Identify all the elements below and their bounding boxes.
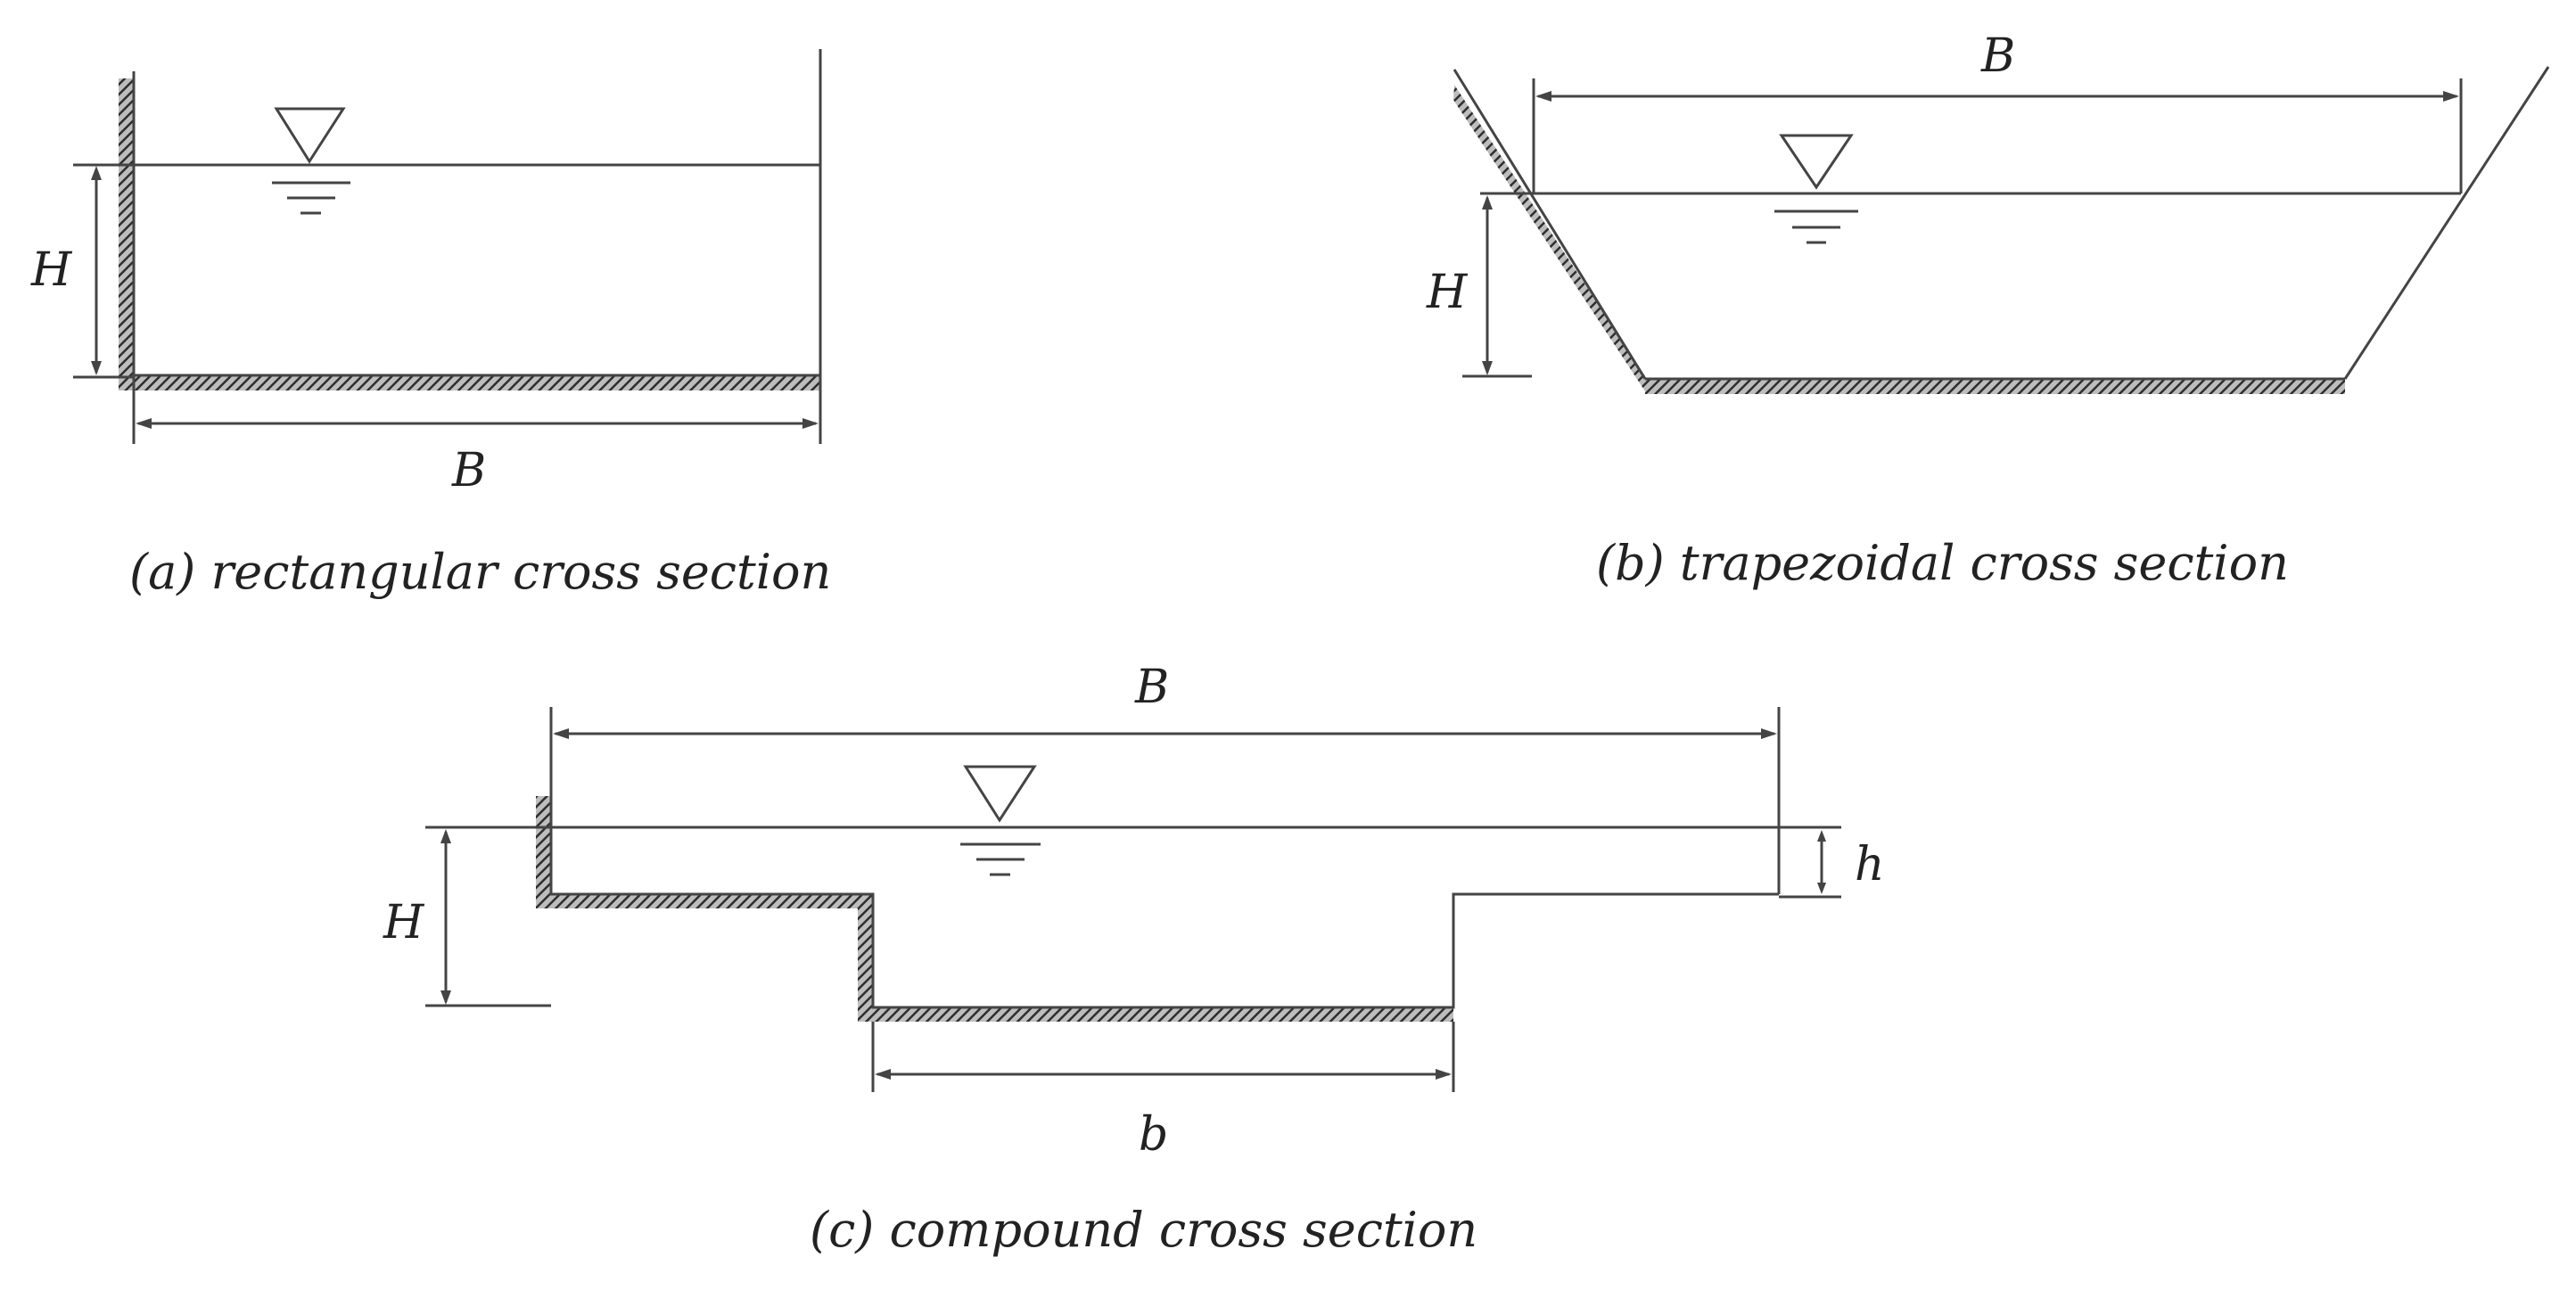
diagram-rectangular xyxy=(73,49,822,444)
depth-label-H: H xyxy=(30,243,73,297)
water-level-icon xyxy=(272,107,350,215)
bed-hatch xyxy=(119,375,820,390)
depth-label-H: H xyxy=(1426,266,1469,319)
floodplain-depth-dimension xyxy=(1779,830,1841,899)
depth-dimension xyxy=(73,166,134,379)
water-level-icon xyxy=(1774,134,1858,244)
channel-bed-hatch xyxy=(858,1007,1453,1022)
left-wall-hatch xyxy=(119,78,134,390)
width-dimension xyxy=(136,418,819,429)
water-level-icon xyxy=(960,765,1041,876)
bed-hatch xyxy=(1645,379,2345,394)
left-bank-hatch xyxy=(1453,85,1647,394)
bottom-width-label-b: b xyxy=(1139,1108,1168,1162)
depth-dimension xyxy=(1462,195,1532,378)
width-dimension xyxy=(1535,91,2459,102)
width-label-B: B xyxy=(1134,661,1169,714)
right-bank-line xyxy=(2343,66,2550,380)
channel-wall-hatch xyxy=(858,894,873,1022)
diagram-trapezoidal xyxy=(1453,66,2550,394)
caption-trapezoidal: (b) trapezoidal cross section xyxy=(1596,535,2289,591)
caption-rectangular: (a) rectangular cross section xyxy=(129,544,831,600)
width-label-B: B xyxy=(451,444,486,497)
caption-compound: (c) compound cross section xyxy=(810,1202,1477,1258)
depth-dimension xyxy=(425,829,551,1007)
floodplain-hatch xyxy=(536,894,873,908)
left-wall-hatch xyxy=(536,796,551,908)
depth-label-H: H xyxy=(383,896,425,949)
left-bank-line xyxy=(1453,69,1647,380)
diagram-compound xyxy=(425,707,1841,1092)
floodplain-depth-label-h: h xyxy=(1855,838,1885,891)
width-label-B: B xyxy=(1980,29,2015,83)
width-dimension xyxy=(553,728,1777,739)
bottom-width-dimension xyxy=(871,1022,1455,1092)
channel-profile xyxy=(549,796,1779,1009)
